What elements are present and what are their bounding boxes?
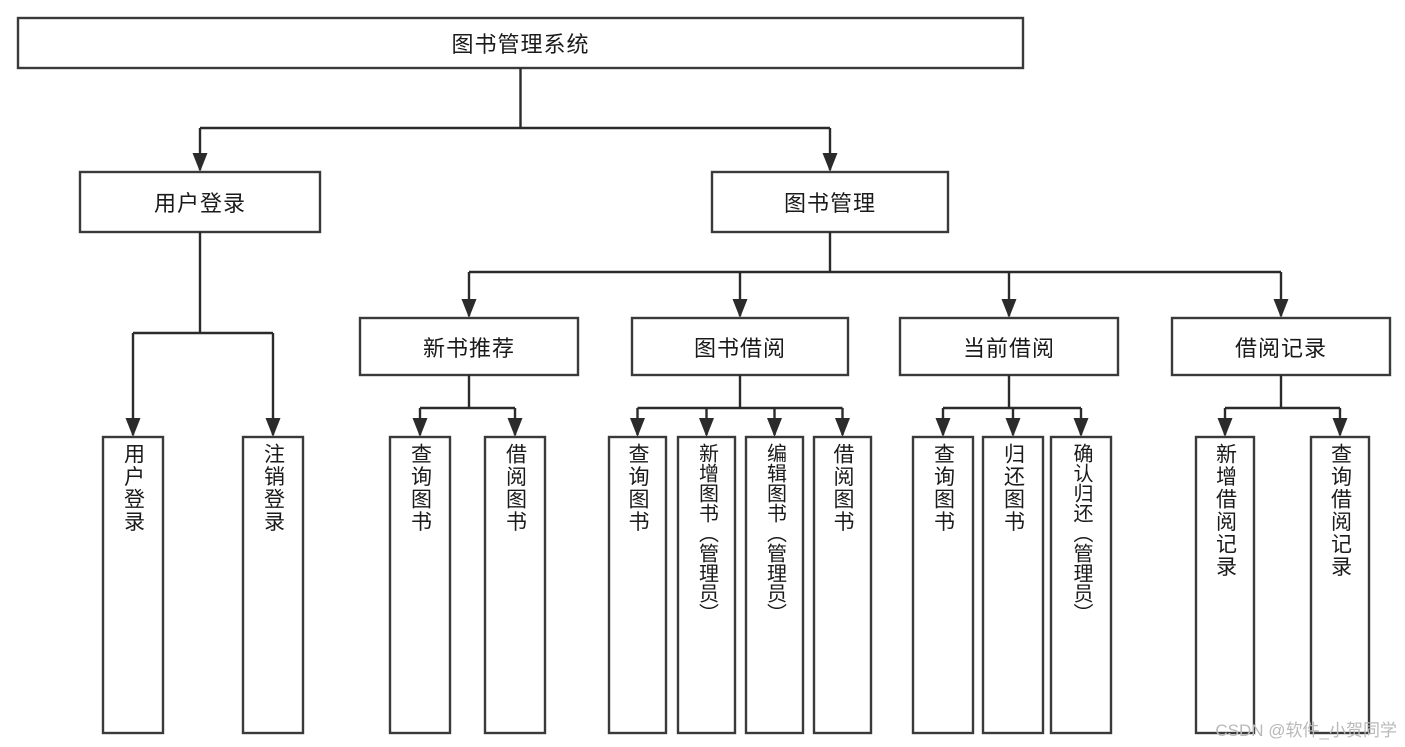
arrow-g0-to-leaf-1	[507, 418, 523, 437]
arrow-root-to-child-1	[822, 153, 838, 172]
arrow-g3-to-leaf-0	[1217, 418, 1233, 437]
node-leaf-g3-0[interactable]	[1194, 435, 1256, 735]
arrow-g1-to-leaf-0	[630, 418, 645, 437]
node-level2-1[interactable]	[710, 170, 950, 234]
node-leaf-login-0[interactable]	[101, 435, 165, 735]
arrow-g2-to-leaf-2	[1073, 418, 1089, 437]
node-leaf-g3-1[interactable]	[1309, 435, 1371, 735]
arrow-mgmt-to-child-3	[1273, 299, 1289, 318]
node-leaf-g2-0[interactable]	[911, 435, 975, 735]
arrow-g0-to-leaf-0	[412, 418, 428, 437]
arrow-g2-to-leaf-1	[1005, 418, 1021, 437]
arrow-g1-to-leaf-1	[699, 418, 714, 437]
node-level3-1[interactable]	[630, 316, 850, 377]
node-level3-3[interactable]	[1170, 316, 1392, 377]
node-leaf-g2-2[interactable]	[1049, 435, 1113, 735]
arrow-g2-to-leaf-0	[935, 418, 951, 437]
arrow-mgmt-to-child-0	[461, 299, 477, 318]
arrow-g3-to-leaf-1	[1332, 418, 1348, 437]
node-leaf-g1-0[interactable]	[607, 435, 668, 735]
node-leaf-login-1[interactable]	[241, 435, 305, 735]
arrow-root-to-child-0	[192, 153, 208, 172]
node-leaf-g1-2[interactable]	[744, 435, 805, 735]
node-leaf-g1-1[interactable]	[676, 435, 737, 735]
node-leaf-g2-1[interactable]	[981, 435, 1045, 735]
node-level2-0[interactable]	[78, 170, 322, 234]
arrow-mgmt-to-child-2	[1001, 299, 1017, 318]
arrow-g1-to-leaf-3	[835, 418, 850, 437]
node-level3-0[interactable]	[358, 316, 580, 377]
node-leaf-g0-0[interactable]	[388, 435, 452, 735]
arrow-mgmt-to-child-1	[732, 299, 748, 318]
node-leaf-g1-3[interactable]	[812, 435, 873, 735]
node-root-system[interactable]	[16, 16, 1025, 70]
arrow-login-to-leaf-1	[265, 418, 281, 437]
node-leaf-g0-1[interactable]	[483, 435, 547, 735]
arrow-g1-to-leaf-2	[767, 418, 782, 437]
node-level3-2[interactable]	[898, 316, 1120, 377]
arrow-login-to-leaf-0	[125, 418, 141, 437]
